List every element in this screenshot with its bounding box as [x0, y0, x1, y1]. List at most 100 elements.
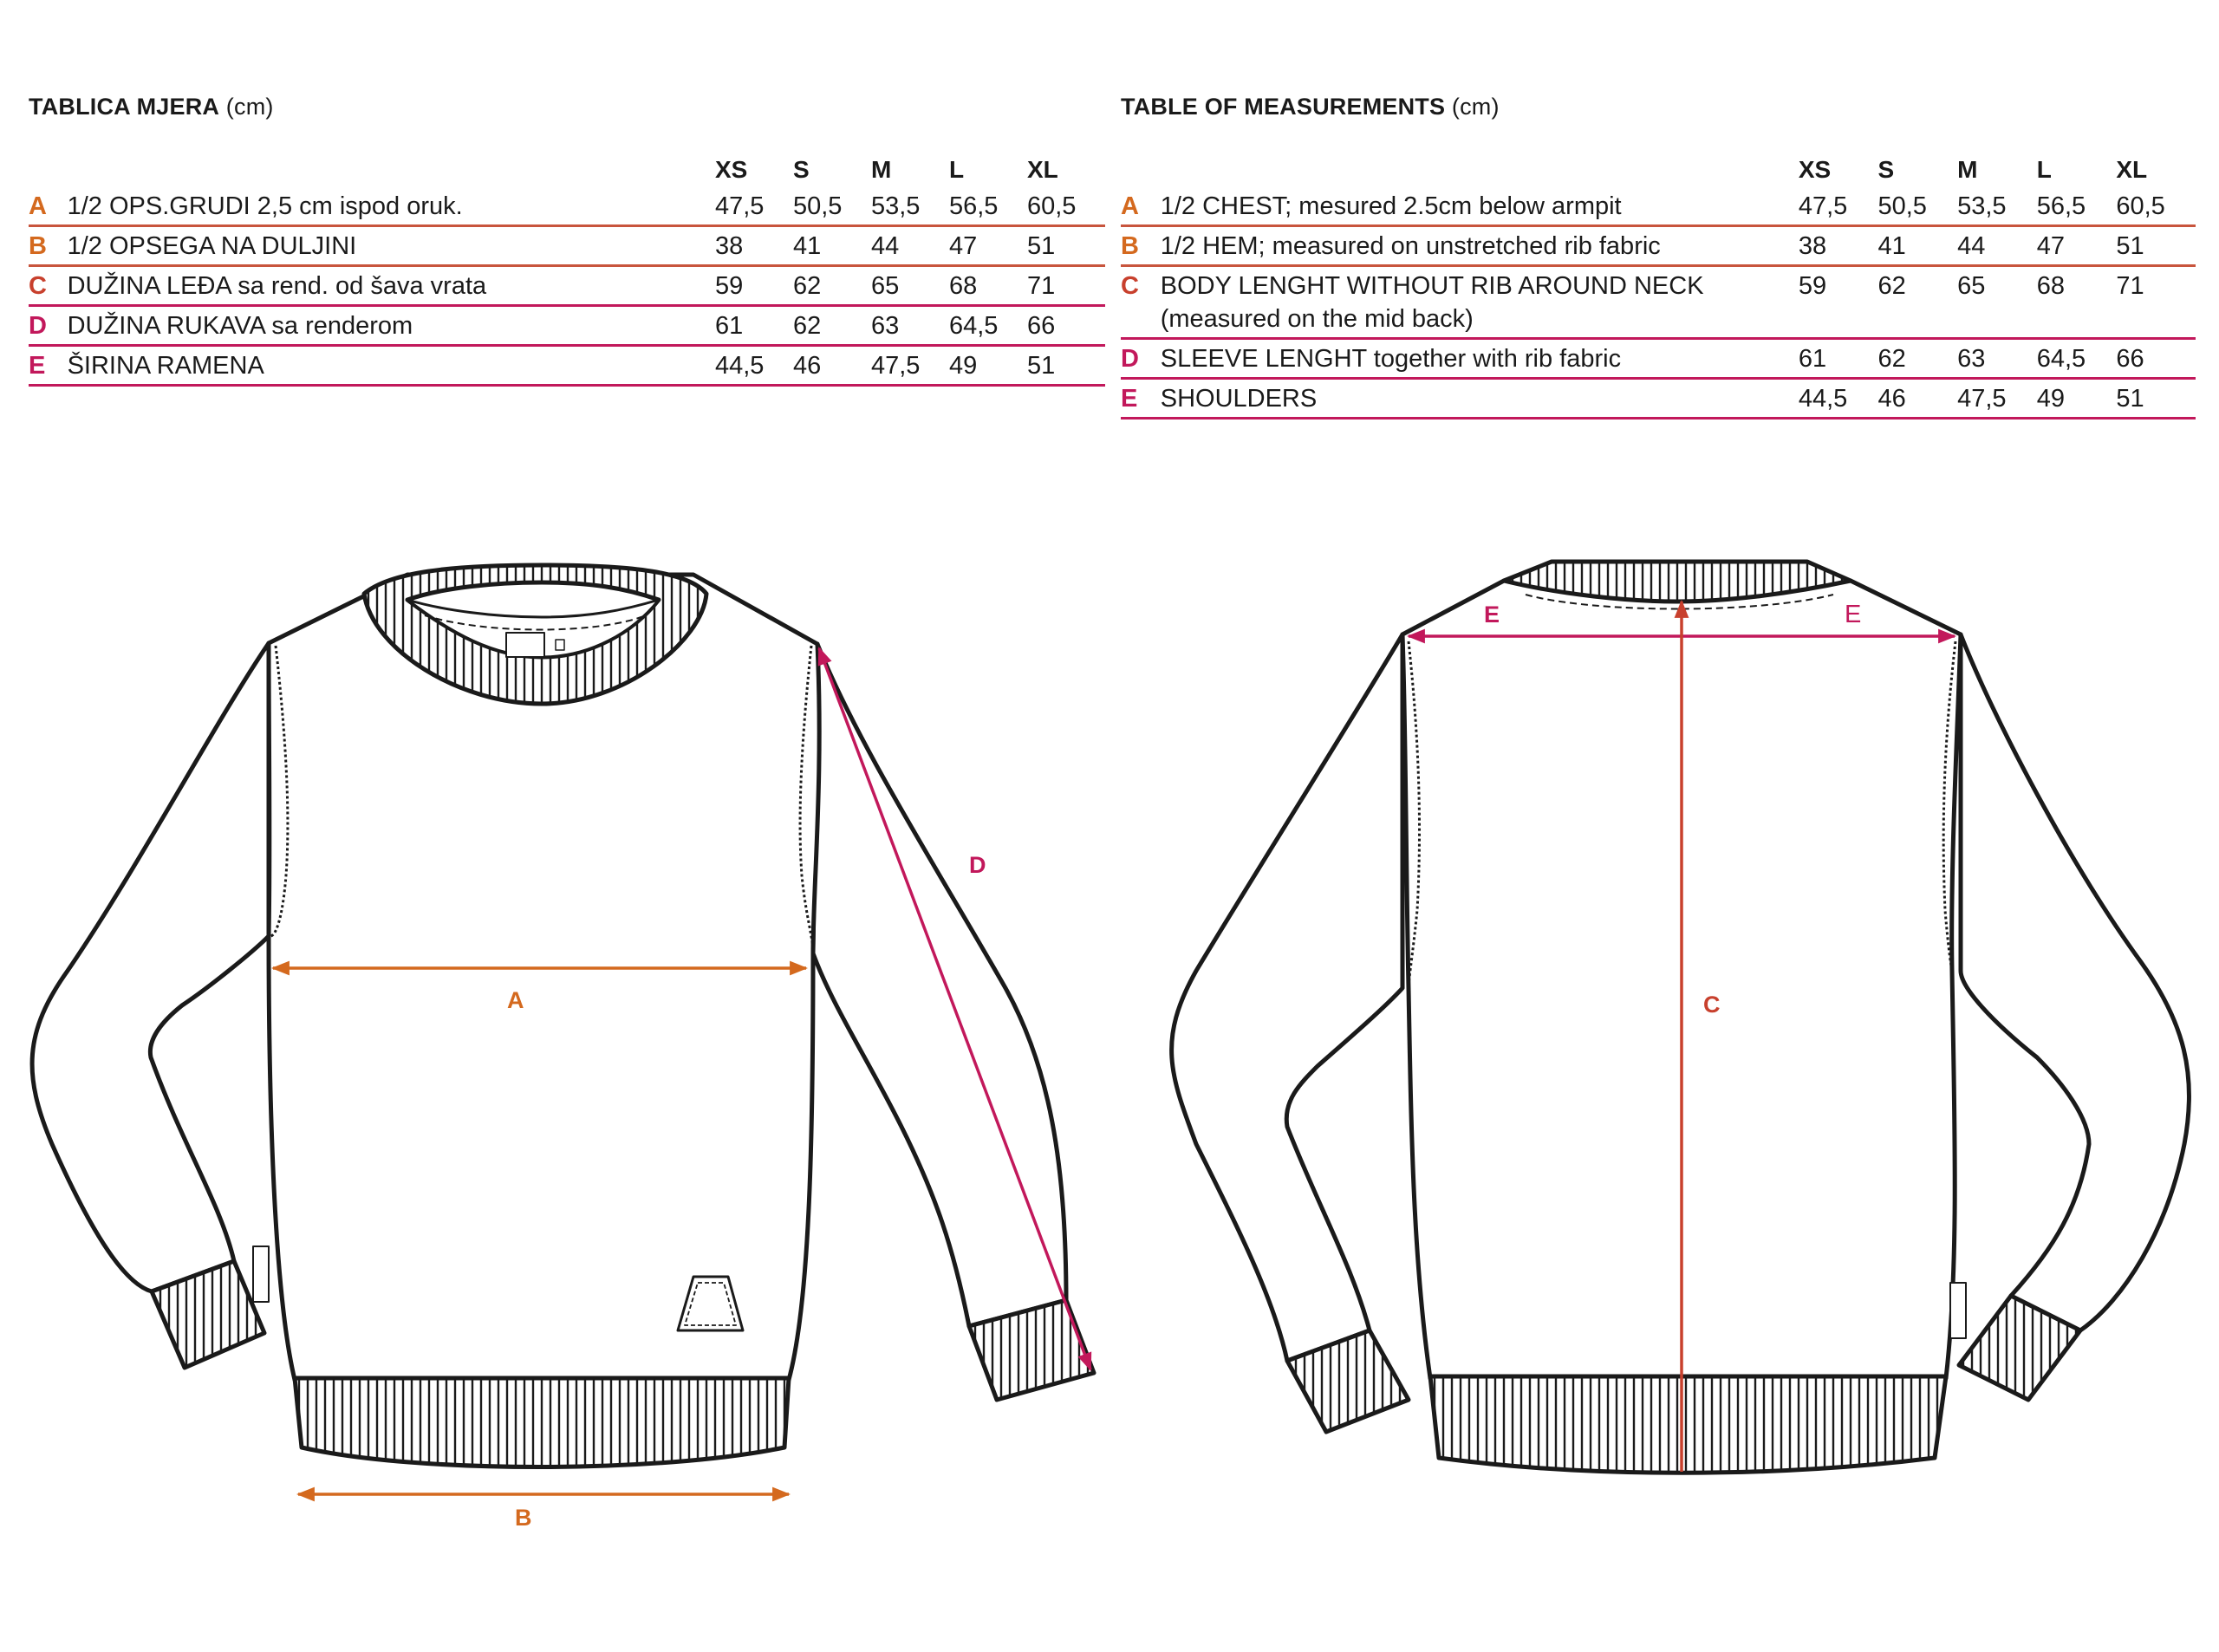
size-table: XS S M L XL A 1/2 OPS.GRUDI 2,5 cm ispod… — [29, 156, 1105, 387]
row-description: 1/2 OPS.GRUDI 2,5 cm ispod oruk. — [67, 187, 715, 227]
table-row: E SHOULDERS 44,5 46 47,5 49 51 — [1121, 378, 2196, 420]
measurements-table-english: TABLE OF MEASUREMENTS (cm) XS S M L XL A… — [1121, 94, 2196, 420]
size-header: M — [1957, 156, 1978, 183]
table-row: E ŠIRINA RAMENA 44,5 46 47,5 49 51 — [29, 345, 1105, 387]
row-value: 51 — [1026, 225, 1105, 267]
row-description: DUŽINA RUKAVA sa renderom — [67, 305, 715, 347]
table-row: B 1/2 OPSEGA NA DULJINI 38 41 44 47 51 — [29, 225, 1105, 267]
front-measurements: A B D — [270, 647, 1092, 1531]
row-description-line: BODY LENGHT WITHOUT RIB AROUND NECK — [1160, 272, 1704, 300]
measure-label-e-left: E — [1484, 602, 1500, 628]
table-row: A 1/2 CHEST; mesured 2.5cm below armpit … — [1121, 187, 2196, 227]
back-left-cuff — [1285, 1328, 1411, 1434]
back-right-sleeve — [1958, 632, 2192, 1333]
row-value: 71 — [1026, 265, 1105, 307]
garment-diagram: A B D E E C — [29, 559, 2192, 1531]
row-value: 65 — [1957, 265, 2037, 340]
table-title-main: TABLE OF MEASUREMENTS — [1121, 94, 1446, 120]
table-row: D DUŽINA RUKAVA sa renderom 61 62 63 64,… — [29, 305, 1105, 347]
row-description: BODY LENGHT WITHOUT RIB AROUND NECK (mea… — [1160, 265, 1799, 340]
front-left-sleeve — [29, 641, 271, 1294]
size-header: XS — [1798, 156, 1832, 183]
row-value: 62 — [792, 265, 871, 307]
measure-label-e-right: E — [1845, 601, 1861, 628]
table-title-unit: (cm) — [225, 94, 274, 120]
table-row: B 1/2 HEM; measured on unstretched rib f… — [1121, 225, 2196, 267]
sweatshirt-front — [29, 563, 1096, 1469]
row-value: 41 — [1877, 225, 1958, 267]
measurements-table-croatian: TABLICA MJERA (cm) XS S M L XL A 1/2 OPS… — [29, 94, 1105, 387]
size-header: M — [870, 156, 892, 183]
row-value: 38 — [714, 225, 793, 267]
row-value: 62 — [1877, 338, 1958, 380]
table-row: C BODY LENGHT WITHOUT RIB AROUND NECK (m… — [1121, 265, 2196, 340]
front-logo-patch — [676, 1275, 745, 1332]
row-value: 61 — [1798, 338, 1878, 380]
row-value: 49 — [948, 345, 1027, 387]
size-table: XS S M L XL A 1/2 CHEST; mesured 2.5cm b… — [1121, 156, 2196, 420]
row-value: 44,5 — [714, 345, 793, 387]
front-right-armhole-seam — [798, 645, 815, 954]
back-left-armhole-seam — [1407, 641, 1422, 989]
front-hem-rib — [292, 1376, 791, 1469]
back-hem-rib — [1428, 1374, 1949, 1475]
front-neck-inner — [406, 598, 660, 659]
table-title: TABLE OF MEASUREMENTS (cm) — [1121, 94, 2196, 123]
row-value: 66 — [1026, 305, 1105, 347]
row-letter: B — [29, 225, 68, 267]
row-value: 44 — [870, 225, 949, 267]
row-description: DUŽINA LEĐA sa rend. od šava vrata — [67, 265, 715, 307]
size-header: XS — [714, 156, 748, 183]
size-header: L — [948, 156, 965, 183]
row-value: 60,5 — [1026, 187, 1105, 227]
row-value: 47,5 — [870, 345, 949, 387]
row-value: 51 — [2116, 378, 2196, 420]
table-title-main: TABLICA MJERA — [29, 94, 220, 120]
row-description: 1/2 OPSEGA NA DULJINI — [67, 225, 715, 267]
size-header: S — [792, 156, 810, 183]
sweatshirt-back — [1169, 559, 2192, 1475]
row-value: 46 — [792, 345, 871, 387]
row-value: 68 — [948, 265, 1027, 307]
row-letter: A — [29, 187, 68, 227]
table-row: D SLEEVE LENGHT together with rib fabric… — [1121, 338, 2196, 380]
front-side-tag — [252, 1246, 270, 1303]
row-value: 56,5 — [948, 187, 1027, 227]
row-value: 68 — [2036, 265, 2117, 340]
row-letter: D — [29, 305, 68, 347]
row-value: 46 — [1877, 378, 1958, 420]
size-header: L — [2036, 156, 2052, 183]
row-value: 65 — [870, 265, 949, 307]
row-value: 47 — [2036, 225, 2117, 267]
measure-label-a: A — [507, 987, 524, 1013]
row-value: 59 — [714, 265, 793, 307]
back-side-tag — [1949, 1282, 1967, 1339]
row-letter: A — [1121, 187, 1161, 227]
row-description: 1/2 CHEST; mesured 2.5cm below armpit — [1160, 187, 1799, 227]
row-value: 47,5 — [1957, 378, 2037, 420]
row-value: 41 — [792, 225, 871, 267]
row-value: 71 — [2116, 265, 2196, 340]
table-title-unit: (cm) — [1451, 94, 1500, 120]
row-letter: C — [29, 265, 68, 307]
row-value: 53,5 — [1957, 187, 2037, 227]
table-title: TABLICA MJERA (cm) — [29, 94, 1105, 123]
row-value: 60,5 — [2116, 187, 2196, 227]
row-value: 50,5 — [792, 187, 871, 227]
row-letter: B — [1121, 225, 1161, 267]
row-value: 63 — [870, 305, 949, 347]
neck-size-label — [555, 639, 565, 651]
row-value: 50,5 — [1877, 187, 1958, 227]
back-left-sleeve — [1169, 632, 1405, 1363]
size-header-row: XS S M L XL — [1121, 156, 2196, 187]
row-description: 1/2 HEM; measured on unstretched rib fab… — [1160, 225, 1799, 267]
size-header: S — [1877, 156, 1895, 183]
size-header: XL — [1026, 156, 1058, 183]
row-value: 44,5 — [1798, 378, 1878, 420]
row-value: 47,5 — [714, 187, 793, 227]
size-header: XL — [2116, 156, 2148, 183]
row-value: 49 — [2036, 378, 2117, 420]
measure-line-d — [817, 647, 1092, 1371]
row-value: 51 — [2116, 225, 2196, 267]
measure-label-d: D — [969, 852, 986, 878]
